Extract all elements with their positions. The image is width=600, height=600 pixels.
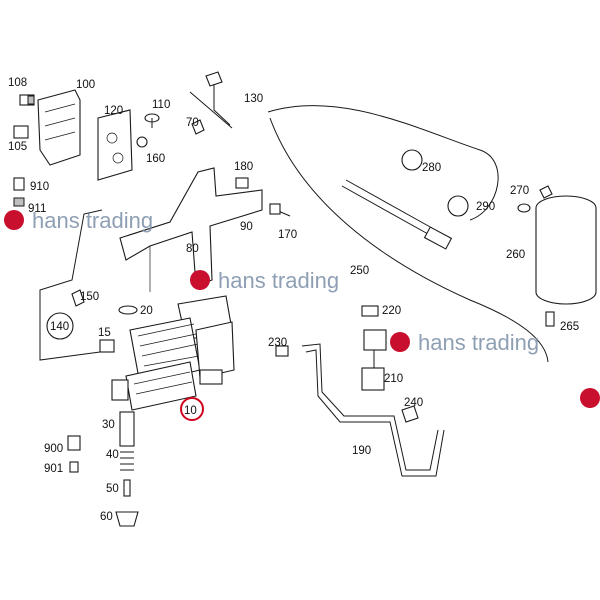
bracket-drawing [97, 109, 133, 181]
callout-230[interactable]: 230 [268, 337, 287, 349]
callout-15[interactable]: 15 [98, 327, 111, 339]
callout-140-ring [46, 312, 74, 340]
highlight-ring [180, 397, 204, 421]
strut-parts-drawing [67, 411, 139, 527]
watermark-1: hans trading [4, 208, 153, 233]
callout-150[interactable]: 150 [80, 291, 99, 303]
callout-270[interactable]: 270 [510, 185, 529, 197]
callout-50[interactable]: 50 [106, 483, 119, 495]
callout-265[interactable]: 265 [560, 321, 579, 333]
callout-10[interactable]: 10 [184, 405, 197, 417]
callout-901[interactable]: 901 [44, 463, 63, 475]
callout-70[interactable]: 70 [186, 117, 199, 129]
callout-260[interactable]: 260 [506, 249, 525, 261]
watermark-text: hans trading [418, 330, 539, 355]
pressure-reservoir-drawing [517, 185, 597, 327]
callout-160[interactable]: 160 [146, 153, 165, 165]
clip-drawing [13, 177, 25, 207]
callout-900[interactable]: 900 [44, 443, 63, 455]
hose-clip-drawing [71, 289, 85, 307]
watermark-4 [580, 388, 600, 408]
level-sensor-link-drawing [189, 71, 233, 135]
callout-100[interactable]: 100 [76, 79, 95, 91]
callout-910[interactable]: 910 [30, 181, 49, 193]
watermark-logo-icon [390, 332, 410, 352]
watermark-logo-icon [190, 270, 210, 290]
bolt-nut-drawing [136, 113, 160, 148]
callout-290[interactable]: 290 [476, 201, 495, 213]
watermark-logo-icon [4, 210, 24, 230]
callout-190[interactable]: 190 [352, 445, 371, 457]
callout-120[interactable]: 120 [104, 105, 123, 117]
callout-30[interactable]: 30 [102, 419, 115, 431]
callout-240[interactable]: 240 [404, 397, 423, 409]
callout-280[interactable]: 280 [422, 162, 441, 174]
callout-80[interactable]: 80 [186, 243, 199, 255]
callout-110[interactable]: 110 [152, 99, 170, 111]
tie-rod-drawing [341, 149, 469, 250]
callout-180[interactable]: 180 [234, 161, 253, 173]
callout-105[interactable]: 105 [8, 141, 27, 153]
watermark-2: hans trading [190, 268, 339, 293]
callout-130[interactable]: 130 [244, 93, 263, 105]
valve-block-drawing [13, 89, 81, 166]
watermark-text: hans trading [32, 208, 153, 233]
callout-210[interactable]: 210 [384, 373, 403, 385]
callout-170[interactable]: 170 [278, 229, 297, 241]
callout-60[interactable]: 60 [100, 511, 113, 523]
fittings-drawing [39, 209, 138, 361]
callout-250[interactable]: 250 [350, 265, 369, 277]
callout-140[interactable]: 140 [50, 321, 69, 333]
pressure-valve-drawing [361, 305, 387, 391]
watermark-logo-icon [580, 388, 600, 408]
pressure-line-drawing [275, 343, 445, 477]
air-line-drawing [267, 105, 549, 363]
compressor-drawing [111, 295, 235, 411]
watermark-text: hans trading [218, 268, 339, 293]
callout-108[interactable]: 108 [8, 77, 27, 89]
callout-20[interactable]: 20 [140, 305, 153, 317]
watermark-3: hans trading [390, 330, 539, 355]
callout-220[interactable]: 220 [382, 305, 401, 317]
compressor-bracket-drawing [119, 167, 291, 292]
callout-40[interactable]: 40 [106, 449, 119, 461]
callout-90[interactable]: 90 [240, 221, 253, 233]
callout-911[interactable]: 911 [28, 203, 46, 215]
